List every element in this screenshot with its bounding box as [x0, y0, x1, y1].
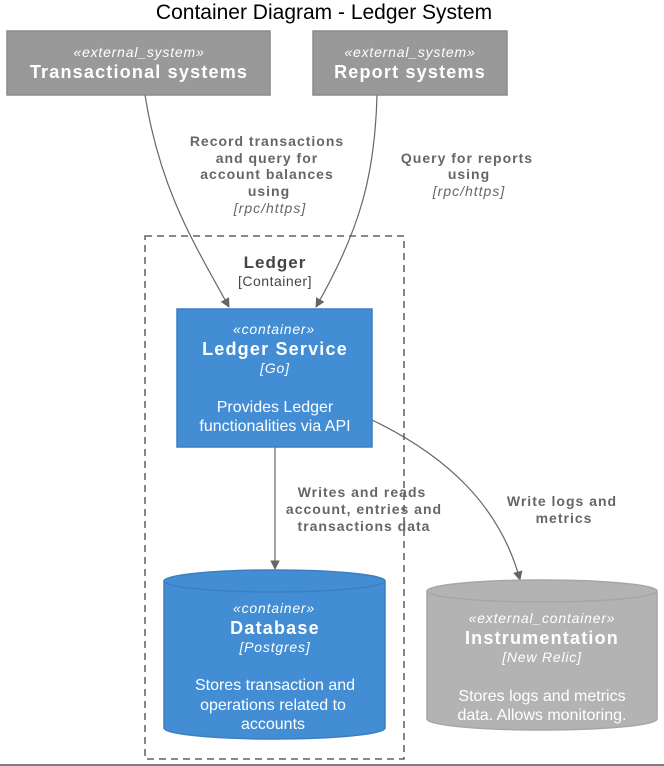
- edge-label-line: Query for reports: [401, 150, 533, 166]
- node-stereotype: «external_container»: [469, 610, 616, 626]
- node-name: Ledger Service: [202, 339, 348, 359]
- node-description-line: accounts: [241, 716, 305, 733]
- node-name: Instrumentation: [465, 628, 619, 648]
- ledger-boundary-name: Ledger: [244, 253, 307, 272]
- node-box: [312, 30, 508, 96]
- edge-label-database: Writes and reads account, entries and tr…: [286, 484, 442, 534]
- edge-label-line: Record transactions: [190, 133, 344, 149]
- node-description-line: Provides Ledger: [217, 399, 334, 416]
- node-ledger-service: «container» Ledger Service [Go] Provides…: [176, 308, 373, 448]
- edge-label-line: using: [248, 183, 290, 199]
- edge-label-line: account balances: [200, 166, 334, 182]
- node-box: [176, 308, 373, 448]
- node-stereotype: «external_system»: [344, 44, 475, 60]
- node-stereotype: «container»: [233, 321, 315, 337]
- edge-label-tech: [rpc/https]: [233, 200, 307, 216]
- node-description-line: Stores logs and metrics: [458, 688, 625, 705]
- ledger-boundary-type: [Container]: [238, 273, 312, 289]
- node-name: Database: [230, 618, 320, 638]
- edge-label-line: and query for: [216, 150, 318, 166]
- edge-label-line: account, entries and: [286, 501, 442, 517]
- edge-label-transactional: Record transactions and query for accoun…: [190, 133, 344, 216]
- node-database: «container» Database [Postgres] Stores t…: [163, 569, 386, 740]
- node-description-line: Stores transaction and: [195, 677, 355, 694]
- edge-label-report: Query for reports using [rpc/https]: [401, 150, 533, 199]
- edge-label-instrumentation: Write logs and metrics: [507, 493, 617, 526]
- node-name: Transactional systems: [30, 62, 248, 82]
- node-box: [6, 30, 271, 96]
- node-stereotype: «container»: [233, 600, 315, 616]
- node-description-line: data. Allows monitoring.: [458, 707, 627, 724]
- edge-label-line: using: [448, 166, 490, 182]
- edge-label-tech: [rpc/https]: [432, 183, 506, 199]
- edge-label-line: transactions data: [298, 518, 431, 534]
- ledger-boundary-frame: [144, 235, 405, 760]
- edge-ledger-to-instrumentation: [371, 419, 523, 581]
- node-tech: [Postgres]: [238, 639, 310, 655]
- node-tech: [New Relic]: [501, 649, 582, 665]
- instrumentation-cylinder-rim: [426, 590, 658, 603]
- edge-label-line: Writes and reads: [298, 484, 427, 500]
- node-instrumentation: «external_container» Instrumentation [Ne…: [426, 579, 658, 731]
- node-report-systems: «external_system» Report systems: [312, 30, 508, 96]
- node-description-line: operations related to: [200, 697, 346, 714]
- edge-label-line: Write logs and: [507, 493, 617, 509]
- diagram-title: Container Diagram - Ledger System: [156, 1, 492, 24]
- edge-transactional-to-ledger: [144, 94, 230, 308]
- node-name: Report systems: [334, 62, 486, 82]
- node-stereotype: «external_system»: [73, 44, 204, 60]
- database-cylinder-body: [163, 569, 386, 740]
- edges: [144, 94, 523, 581]
- instrumentation-cylinder-body: [426, 579, 658, 731]
- node-transactional-systems: «external_system» Transactional systems: [6, 30, 271, 96]
- node-description-line: functionalities via API: [199, 418, 350, 435]
- edge-report-to-ledger: [315, 94, 378, 308]
- edge-label-line: metrics: [536, 510, 593, 526]
- node-tech: [Go]: [259, 360, 290, 376]
- database-cylinder-rim: [163, 580, 386, 593]
- ledger-boundary: Ledger [Container]: [144, 235, 405, 760]
